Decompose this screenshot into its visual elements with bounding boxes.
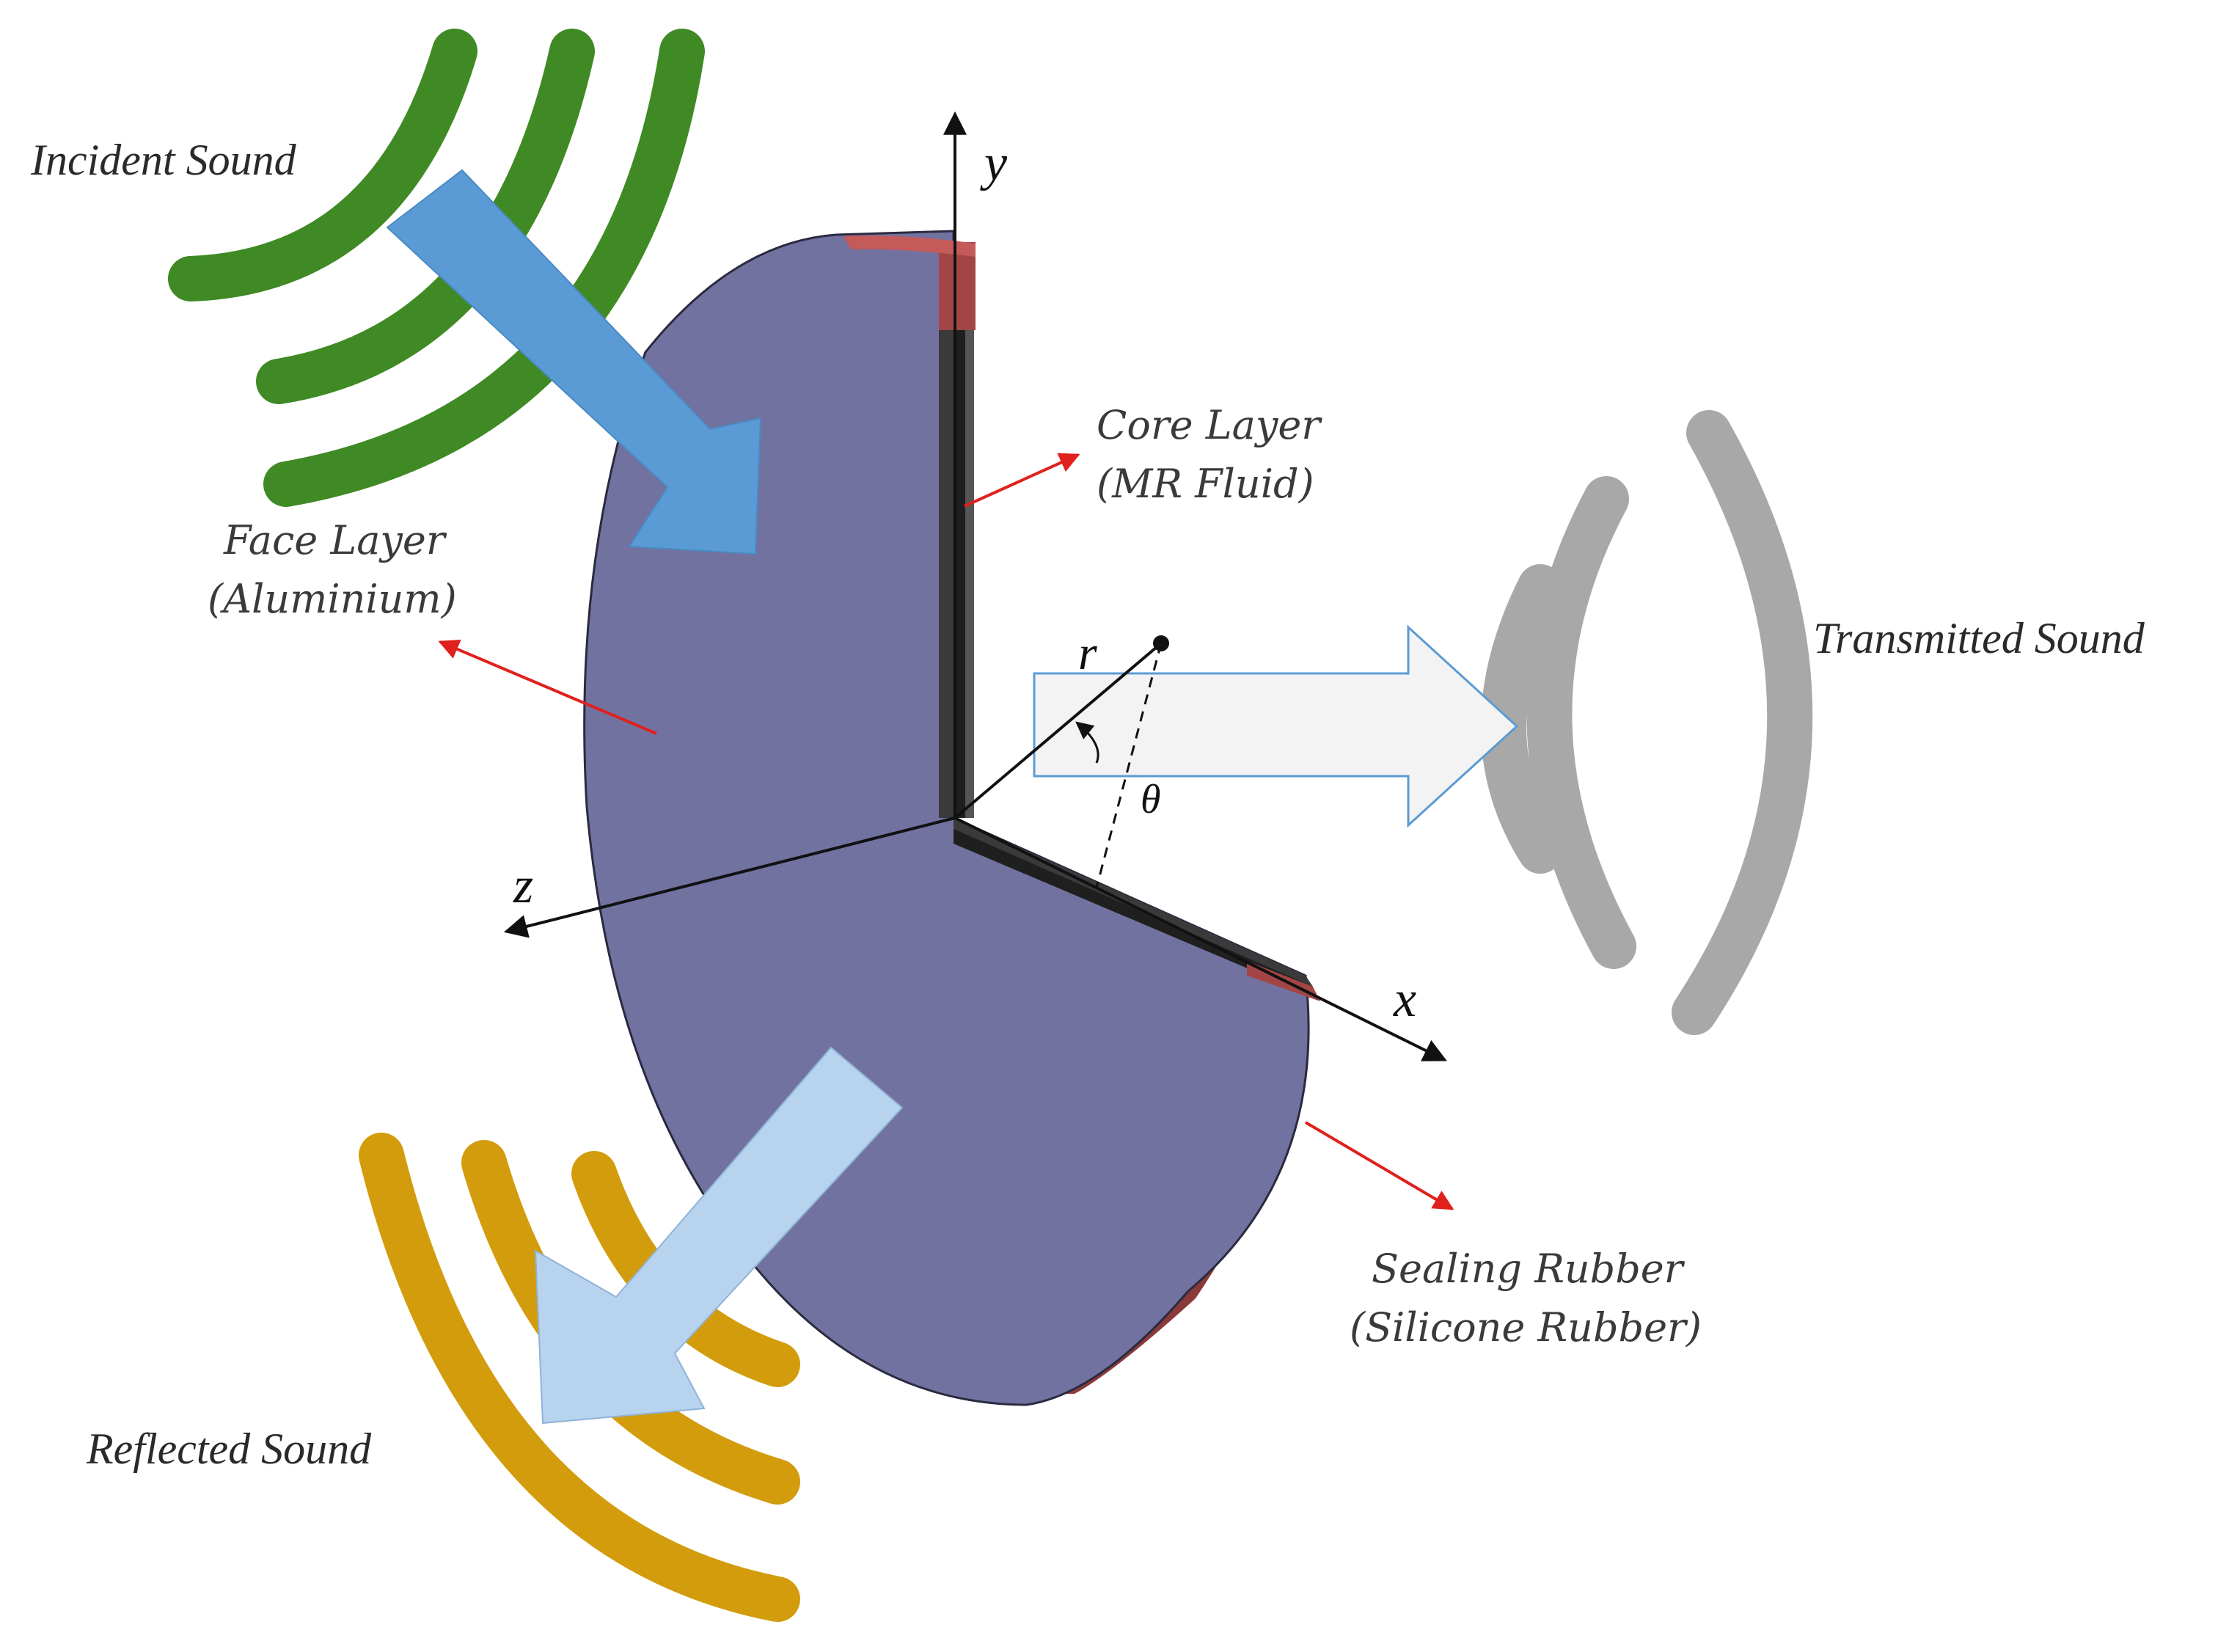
- face-layer-edge-vertical: [955, 249, 965, 818]
- face-label-line2: (Aluminium): [208, 576, 457, 622]
- theta-label: θ: [1141, 777, 1161, 822]
- r-label: r: [1078, 626, 1097, 680]
- reflected-arrow: [534, 1046, 904, 1425]
- core-layer-vertical: [939, 249, 955, 818]
- reflected-wave-1: [359, 1133, 800, 1622]
- core-label-line1: Core Layer: [1097, 402, 1322, 448]
- axis-label-x: x: [1393, 971, 1416, 1028]
- r-vector: [954, 642, 1163, 819]
- axis-label-y: y: [980, 135, 1008, 191]
- core-label-line2: (MR Fluid): [1097, 461, 1314, 507]
- transmitted-waves: [1481, 410, 1813, 1035]
- face-label-line1: Face Layer: [223, 517, 447, 563]
- incident-wave-1: [168, 29, 477, 301]
- incident-arrow: [386, 169, 762, 555]
- transmitted-arrow: [1033, 624, 1519, 828]
- seal-label-line2: (Silicone Rubber): [1350, 1304, 1702, 1351]
- theta-projection: [1095, 643, 1163, 888]
- leader-arrows: [438, 453, 1454, 1210]
- back-layer-edge-vertical: [965, 249, 974, 818]
- transmitted-wave-2: [1526, 476, 1636, 969]
- z-axis: [503, 816, 956, 938]
- transmitted-label: Transmitted Sound: [1813, 614, 2145, 662]
- rubber-top: [939, 242, 976, 330]
- r-point: [1153, 635, 1169, 651]
- axis-label-z: z: [513, 858, 533, 914]
- axes: [503, 111, 1447, 1061]
- seal-leader: [1304, 1121, 1454, 1210]
- rubber-top-edge: [843, 235, 976, 257]
- x-axis: [954, 816, 1447, 1061]
- face-layer-edge-diagonal: [954, 829, 1317, 998]
- theta-arc: [1075, 721, 1099, 764]
- reflected-label: Reflected Sound: [86, 1425, 372, 1473]
- incident-label: Incident Sound: [30, 136, 297, 184]
- face-leader: [438, 639, 657, 735]
- transmitted-wave-3: [1672, 410, 1813, 1035]
- core-leader: [964, 453, 1080, 508]
- seal-label-line1: Sealing Rubber: [1372, 1246, 1686, 1292]
